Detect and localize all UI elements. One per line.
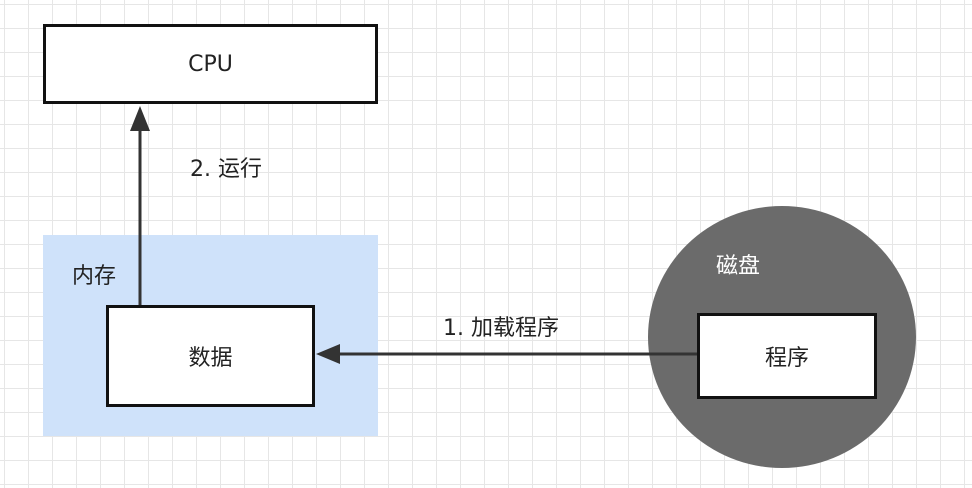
program-node[interactable]: 程序 — [697, 313, 877, 399]
program-label: 程序 — [764, 346, 809, 371]
cpu-label: CPU — [188, 51, 233, 77]
data-label: 数据 — [188, 346, 233, 371]
memory-label: 内存 — [72, 264, 117, 289]
disk-label: 磁盘 — [716, 254, 761, 279]
data-node[interactable]: 数据 — [106, 305, 315, 407]
edge-label-load-program: 1. 加载程序 — [443, 316, 559, 341]
cpu-node[interactable]: CPU — [43, 24, 378, 104]
arrowhead-run — [130, 106, 150, 131]
edge-label-run: 2. 运行 — [190, 157, 262, 182]
